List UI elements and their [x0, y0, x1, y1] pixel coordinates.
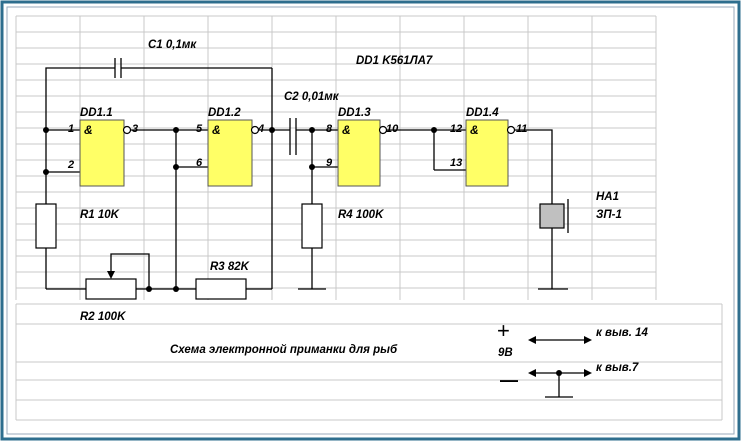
- gate-symbol: &: [470, 123, 479, 137]
- gate-symbol: &: [342, 123, 351, 137]
- pin-label: 9: [326, 157, 333, 169]
- gate-symbol: &: [84, 123, 93, 137]
- pin14-label: к выв. 14: [596, 327, 649, 339]
- gate-dd1-2: & DD1.2 5 6 4: [196, 107, 264, 187]
- gate-label: DD1.4: [466, 107, 499, 119]
- ha1-type-label: ЗП-1: [596, 209, 622, 221]
- c1-label: C1 0,1мк: [148, 39, 197, 51]
- r3-label: R3 82K: [210, 261, 250, 273]
- diagram-title: Схема электронной приманки для рыб: [170, 344, 398, 356]
- plus-sign: +: [497, 318, 510, 343]
- gate-label: DD1.2: [208, 107, 241, 119]
- gate-label: DD1.3: [338, 107, 371, 119]
- wires: [45, 58, 592, 398]
- resistor-r3: [195, 278, 247, 300]
- pin-label: 4: [257, 123, 264, 135]
- pin7-label: к выв.7: [596, 362, 639, 374]
- pin-label: 13: [450, 157, 462, 169]
- pin-label: 3: [132, 123, 138, 135]
- junction-dots: [43, 127, 562, 376]
- pin-label: 12: [450, 123, 462, 135]
- pin-label: 5: [196, 123, 203, 135]
- background-grid: [15, 15, 723, 421]
- c2-label: C2 0,01мк: [284, 91, 340, 103]
- pin-label: 1: [68, 123, 74, 135]
- pin-label: 2: [67, 159, 74, 171]
- gate-dd1-1: & DD1.1 1 2 3: [67, 107, 138, 187]
- resistor-r4: [301, 203, 323, 249]
- gate-dd1-4: & DD1.4 12 13 11: [450, 107, 527, 187]
- resistor-r1: [35, 203, 57, 249]
- r4-label: R4 100K: [338, 209, 384, 221]
- minus-sign: —: [500, 370, 518, 390]
- speaker-ha1-icon: [539, 203, 565, 229]
- ha1-label: HA1: [596, 191, 619, 203]
- voltage-label: 9В: [498, 347, 513, 359]
- pin-label: 11: [516, 123, 527, 135]
- pin-label: 6: [196, 157, 203, 169]
- resistor-r2: [85, 278, 137, 300]
- gate-dd1-3: & DD1.3 8 9 10: [326, 107, 399, 187]
- gate-label: DD1.1: [80, 107, 113, 119]
- inner-border: [6, 6, 735, 435]
- pin-label: 8: [326, 123, 333, 135]
- gate-symbol: &: [212, 123, 221, 137]
- chip-label: DD1 K561ЛА7: [356, 55, 433, 67]
- r2-label: R2 100K: [80, 311, 126, 323]
- r1-label: R1 10K: [80, 209, 120, 221]
- pin-label: 10: [386, 123, 399, 135]
